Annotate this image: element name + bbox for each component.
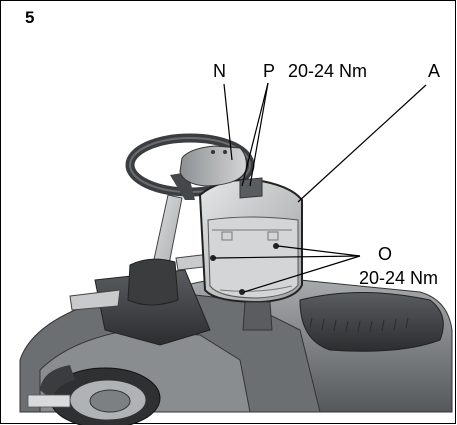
callout-P: P bbox=[263, 61, 276, 81]
callout-P-torque: 20-24 Nm bbox=[288, 61, 368, 81]
leader-N bbox=[223, 83, 233, 161]
leader-P-1 bbox=[241, 82, 269, 187]
callout-A: A bbox=[428, 61, 441, 81]
bolt-icon bbox=[239, 289, 245, 295]
leader-A bbox=[297, 84, 427, 203]
cushion-ribs bbox=[309, 317, 409, 333]
callout-O: O bbox=[378, 244, 393, 264]
leader-lines bbox=[214, 82, 427, 293]
leader-O-3 bbox=[243, 255, 361, 293]
figure-number: 5 bbox=[25, 8, 35, 27]
leader-O-2 bbox=[214, 255, 361, 259]
callout-N: N bbox=[213, 61, 226, 81]
leader-P-2 bbox=[249, 82, 269, 187]
callout-O-torque: 20-24 Nm bbox=[359, 268, 439, 288]
bolt-icon bbox=[273, 243, 279, 249]
bolt-icon bbox=[210, 255, 216, 261]
leader-O-1 bbox=[277, 245, 361, 257]
pedal bbox=[69, 289, 121, 311]
